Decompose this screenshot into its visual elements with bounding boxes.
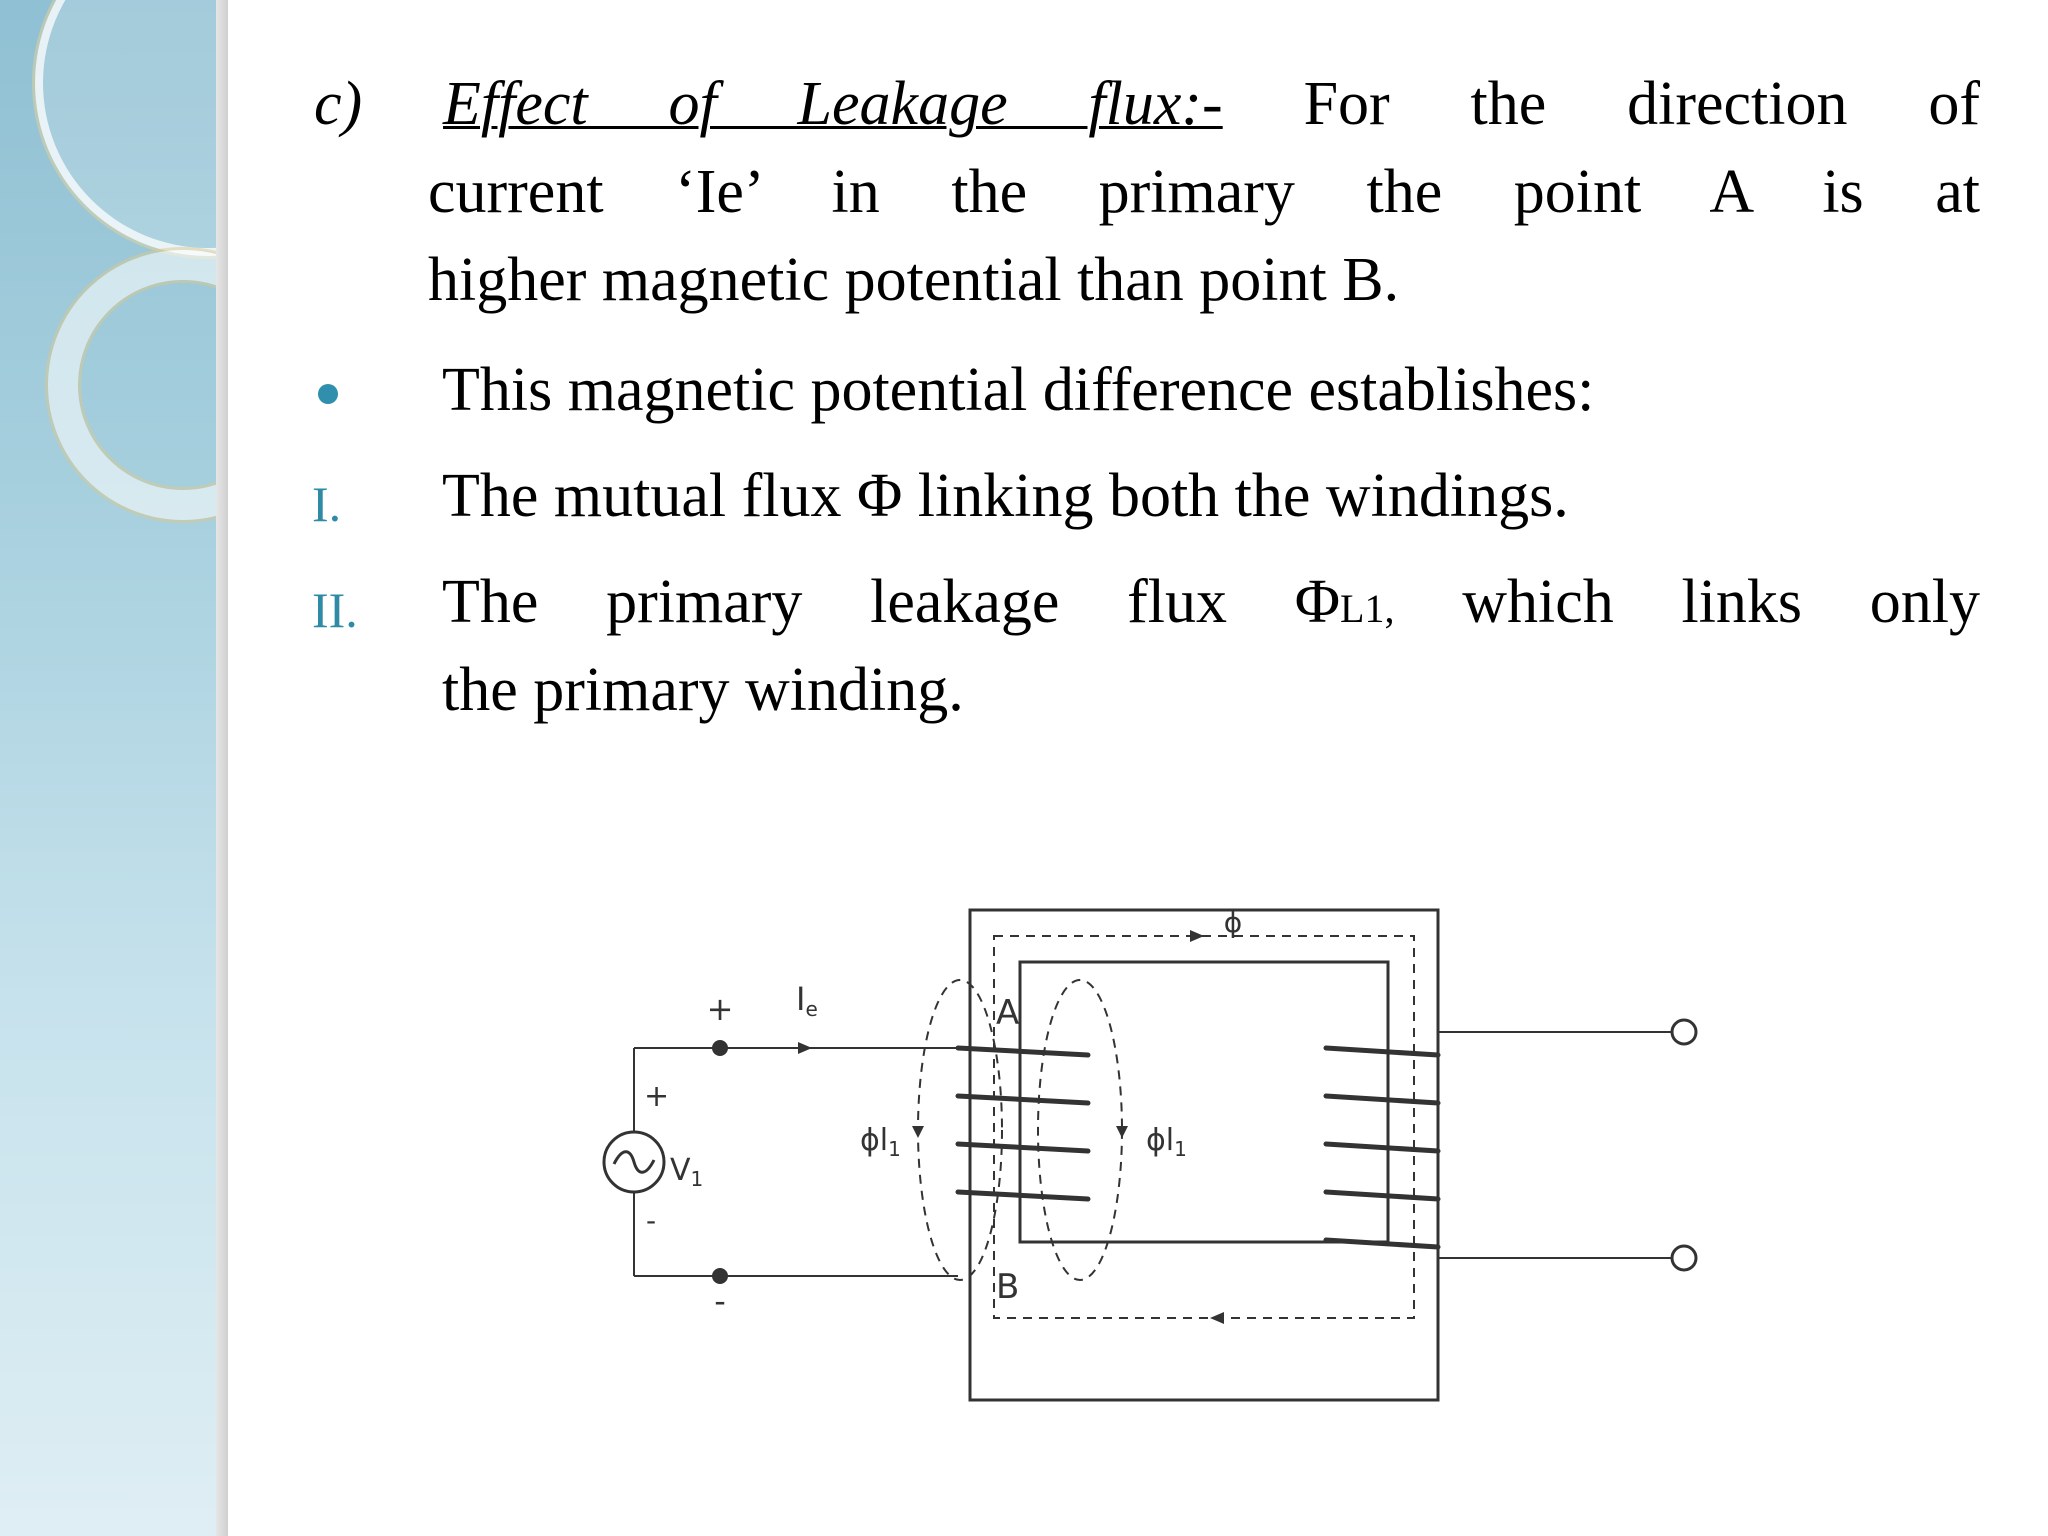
leakage-left-label: ϕl1	[860, 1123, 901, 1161]
bullet-text: This magnetic potential difference estab…	[442, 356, 1595, 424]
point-b-label: B	[996, 1267, 1019, 1307]
point-a-label: A	[996, 993, 1019, 1033]
minus-sign: -	[714, 1282, 726, 1320]
list-item-text-part: The primary leakage flux Φ	[442, 568, 1341, 636]
terminal-circle-icon	[1670, 1018, 1698, 1046]
terminal-circle-icon	[1670, 1244, 1698, 1272]
paragraph-line: current ‘Ie’ in the primary the point A …	[428, 158, 1980, 226]
heading-marker: c)	[314, 70, 363, 138]
flux-arrow-icon	[1210, 1312, 1224, 1324]
list-item-text-part: which links only	[1462, 568, 1980, 636]
list-item-text: the primary winding.	[442, 656, 964, 724]
source-plus-sign: +	[644, 1079, 669, 1114]
decorative-ring	[35, 0, 228, 256]
current-arrow-icon	[798, 1042, 812, 1054]
sidebar-edge	[216, 0, 228, 1536]
flux-arrow-icon	[1190, 930, 1204, 942]
decorative-ring	[48, 250, 228, 520]
leakage-right-label: ϕl1	[1146, 1123, 1187, 1161]
diagram-background	[590, 880, 1750, 1440]
secondary-winding	[1323, 1045, 1441, 1250]
transformer-diagram: ϕ ϕl1 ϕl1 A B + - Ie + - V1	[590, 880, 1750, 1440]
heading-title: Effect of Leakage flux:-	[443, 70, 1223, 138]
list-marker: I.	[312, 476, 342, 532]
paragraph-line: higher magnetic potential than point B.	[428, 246, 1400, 314]
decorative-sidebar	[0, 0, 228, 1536]
subscript-text: L1,	[1340, 586, 1395, 631]
bullet-dot-icon	[318, 384, 338, 404]
primary-winding	[955, 1045, 1091, 1202]
ac-source-wave	[612, 1150, 656, 1174]
core-outer	[968, 908, 1440, 1402]
terminal-dot-icon	[712, 1040, 728, 1056]
leakage-arrow-icon	[1116, 1126, 1128, 1138]
terminal-dot-icon	[712, 1268, 728, 1284]
list-item-text: The primary leakage flux ΦL1, which link…	[442, 562, 1980, 649]
source-minus-sign: -	[646, 1204, 656, 1237]
list-item-text: The mutual flux Φ linking both the windi…	[442, 462, 1569, 530]
plus-sign: +	[707, 990, 734, 1028]
current-label: Ie	[796, 980, 818, 1021]
heading-lead-text: For the direction of	[1303, 70, 1980, 138]
list-marker: II.	[312, 582, 358, 638]
voltage-label: V1	[670, 1153, 703, 1191]
heading-line: c) Effect of Leakage flux:- For the dire…	[314, 64, 1980, 144]
leakage-arrow-icon	[912, 1126, 924, 1138]
phi-label: ϕ	[1224, 906, 1242, 939]
